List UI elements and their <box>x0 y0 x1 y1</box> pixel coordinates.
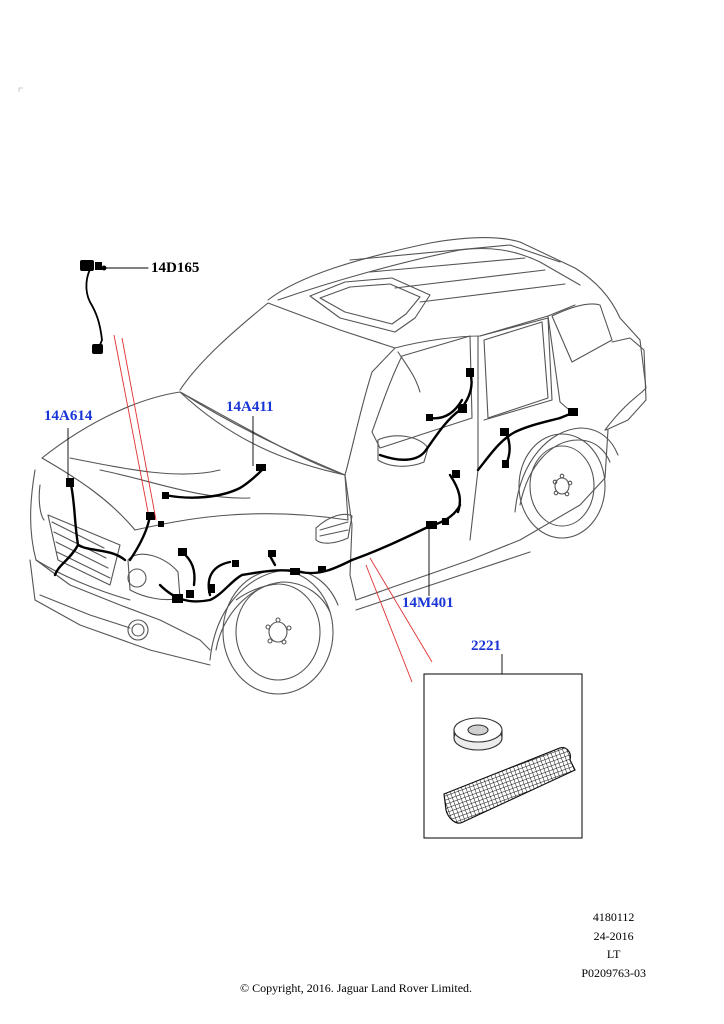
illustration-reference-block: 4180112 24-2016 LT P0209763-03 <box>581 908 646 982</box>
wiring-harness <box>53 370 577 603</box>
reference-illustration-id: P0209763-03 <box>581 965 646 980</box>
leader-lines-red <box>113 334 433 683</box>
callout-14a411-link[interactable]: 14A411 <box>226 399 274 415</box>
leader-lines-black <box>67 416 503 674</box>
front-wheel <box>222 569 334 695</box>
callout-14m401-link[interactable]: 14M401 <box>402 595 454 611</box>
reference-initials: LT <box>606 947 621 961</box>
callout-14d165: 14D165 <box>151 260 200 276</box>
rear-wheel <box>518 433 606 539</box>
mesh-pad <box>443 747 576 824</box>
reference-code: 4180112 <box>592 910 635 924</box>
sensor-cable-14d165 <box>85 265 149 351</box>
copyright-notice: © Copyright, 2016. Jaguar Land Rover Lim… <box>239 981 473 995</box>
grommet-washer <box>453 717 503 751</box>
sensor-connectors-14d165 <box>80 260 107 354</box>
harness-connectors <box>66 368 578 603</box>
callout-14a614-link[interactable]: 14A614 <box>44 408 93 424</box>
inset-box-2221 <box>423 673 583 839</box>
reference-date: 24-2016 <box>593 928 634 943</box>
callout-2221-link[interactable]: 2221 <box>471 638 501 654</box>
vehicle-outline <box>29 237 647 666</box>
corner-mark <box>18 87 23 92</box>
